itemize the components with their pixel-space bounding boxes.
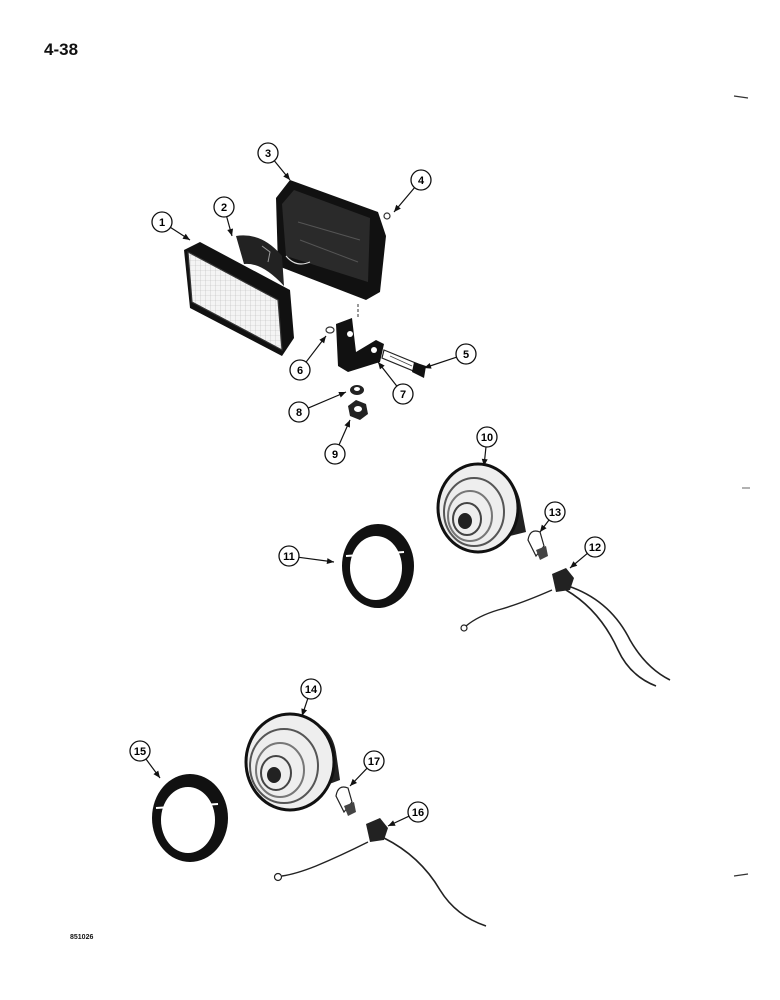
callout-12: 12 [569, 536, 606, 569]
callout-circle [300, 678, 322, 700]
callout-2: 2 [213, 196, 235, 237]
callout-circle [288, 401, 310, 423]
callout-14: 14 [300, 678, 322, 717]
callout-arrowhead [394, 204, 401, 212]
callout-circle [363, 750, 385, 772]
callout-number: 10 [481, 432, 493, 444]
callout-number: 11 [283, 551, 295, 563]
hex-nut [348, 400, 368, 420]
callout-circle [151, 211, 173, 233]
callout-8: 8 [288, 391, 347, 423]
round-lamp-housing-lower [244, 712, 340, 812]
socket-harness-lower [273, 818, 487, 927]
callout-number: 4 [418, 175, 425, 187]
callout-number: 1 [159, 217, 165, 229]
callout-arrowhead [424, 362, 432, 369]
round-lamp-housing-upper [436, 462, 526, 554]
callout-number: 3 [265, 148, 271, 160]
sealed-beam-lens [184, 242, 294, 356]
callout-arrowhead [153, 770, 160, 778]
callout-1: 1 [151, 211, 191, 241]
callout-arrowhead [182, 233, 190, 240]
callout-circle [410, 169, 432, 191]
callout-10: 10 [476, 426, 498, 467]
lamp-bezel-ring-upper [342, 524, 414, 608]
callout-arrowhead [338, 391, 346, 398]
work-lamp-housing [276, 180, 386, 300]
callout-number: 5 [463, 349, 469, 361]
callout-5: 5 [423, 343, 477, 369]
callout-arrowhead [388, 820, 396, 826]
callout-circle [257, 142, 279, 164]
callout-13: 13 [539, 501, 566, 533]
page-number: 4-38 [44, 40, 79, 59]
callout-15: 15 [129, 740, 161, 779]
callout-number: 7 [400, 389, 406, 401]
callout-arrowhead [283, 172, 290, 180]
callout-arrowhead [301, 708, 308, 716]
seal-gasket [236, 235, 284, 286]
bolt [381, 349, 426, 378]
callout-arrowhead [378, 362, 385, 370]
callout-number: 15 [134, 746, 146, 758]
callout-circle [476, 426, 498, 448]
callout-11: 11 [278, 545, 335, 567]
callout-9: 9 [324, 419, 351, 465]
callout-circle [455, 343, 477, 365]
bulb-upper [527, 530, 548, 560]
callout-4: 4 [393, 169, 432, 213]
callout-number: 12 [589, 542, 601, 554]
callout-3: 3 [257, 142, 291, 181]
callout-circle [278, 545, 300, 567]
callout-number: 2 [221, 202, 227, 214]
callout-17: 17 [349, 750, 385, 787]
callout-circle [289, 359, 311, 381]
callout-7: 7 [377, 361, 414, 405]
callout-number: 8 [296, 407, 302, 419]
screw [383, 212, 391, 220]
callout-arrowhead [319, 336, 326, 344]
callout-number: 14 [305, 684, 318, 696]
margin-marks [733, 95, 750, 877]
lock-washer [350, 385, 364, 395]
callout-6: 6 [289, 335, 327, 381]
callout-circle [392, 383, 414, 405]
lamp-bezel-ring-lower [152, 774, 228, 862]
callout-number: 17 [368, 756, 380, 768]
callout-arrowhead [344, 420, 350, 428]
callout-circle [324, 443, 346, 465]
callout-number: 9 [332, 449, 338, 461]
callout-arrowhead [481, 458, 488, 466]
mounting-bracket [336, 304, 384, 372]
figure-code: 851026 [70, 934, 94, 941]
callout-circle [584, 536, 606, 558]
callout-circle [407, 801, 429, 823]
callout-number: 16 [412, 807, 424, 819]
callout-circle [544, 501, 566, 523]
callout-16: 16 [387, 801, 429, 827]
socket-harness-upper [460, 568, 671, 687]
callout-arrowhead [350, 778, 358, 786]
callout-arrowhead [540, 524, 547, 532]
callout-arrowhead [326, 558, 334, 565]
callout-circle [129, 740, 151, 762]
callout-arrowhead [570, 561, 578, 568]
callout-circle [213, 196, 235, 218]
bulb-lower [335, 786, 356, 816]
lock-washer-small [325, 326, 335, 334]
callout-number: 13 [549, 507, 561, 519]
callout-arrowhead [227, 228, 234, 236]
callout-number: 6 [297, 365, 303, 377]
